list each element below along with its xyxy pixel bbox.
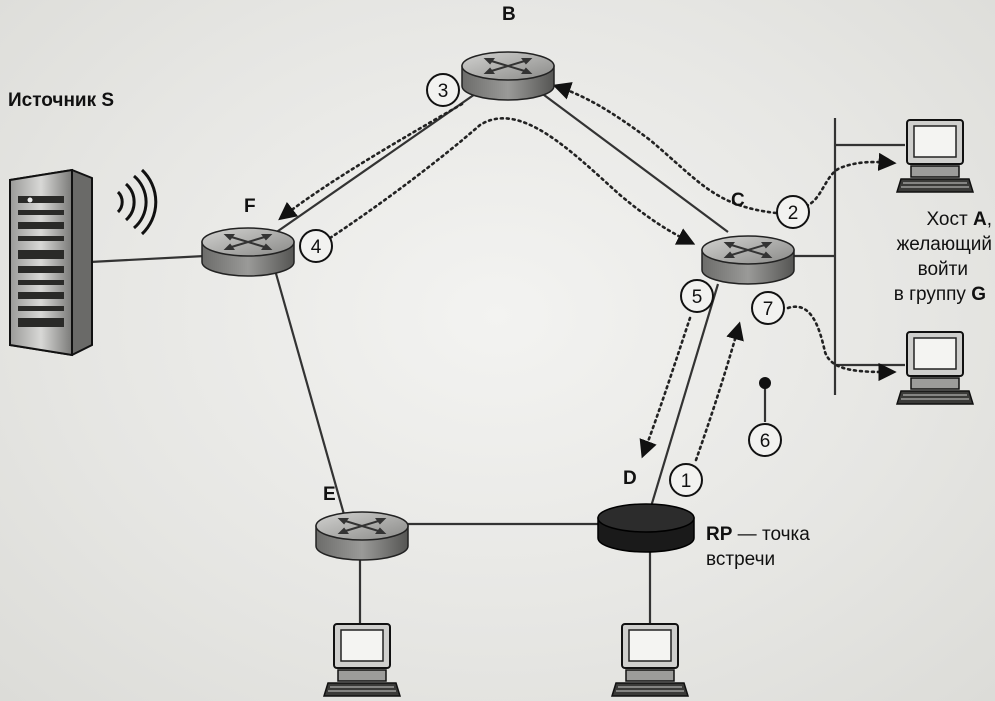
arrow-b-to-f — [278, 102, 464, 221]
svg-text:7: 7 — [763, 299, 774, 320]
arrow-c-to-host-bottom — [786, 305, 897, 382]
router-c-label: C — [731, 190, 745, 211]
computer-e — [323, 623, 401, 697]
step-3: 3 — [426, 73, 460, 107]
router-b-label: B — [502, 4, 516, 25]
rp-label: RP — точка — [706, 524, 810, 545]
arrow-c-to-d — [639, 316, 692, 459]
host-computer-bottom — [896, 331, 974, 405]
rp-label-line2: встречи — [706, 549, 775, 570]
step-1: 1 — [669, 463, 703, 497]
svg-text:6: 6 — [760, 431, 771, 452]
svg-text:1: 1 — [681, 471, 692, 492]
svg-text:войти: войти — [918, 259, 968, 280]
message-arrows — [278, 82, 897, 462]
svg-text:5: 5 — [692, 287, 703, 308]
step-5: 5 — [680, 279, 714, 313]
arrow-f-to-c — [328, 117, 696, 245]
svg-text:3: 3 — [438, 81, 449, 102]
svg-text:4: 4 — [311, 237, 322, 258]
router-f — [201, 227, 295, 277]
router-e — [315, 511, 409, 561]
step-7: 7 — [751, 291, 785, 325]
computer-d — [611, 623, 689, 697]
router-c — [701, 235, 795, 285]
step-6: 6 — [748, 423, 782, 457]
step-2: 2 — [776, 195, 810, 229]
host-computer-top — [896, 119, 974, 193]
rendezvous-point-d — [597, 503, 695, 553]
step-markers: 1 2 3 4 5 6 7 — [299, 73, 810, 497]
router-e-label: E — [323, 484, 336, 505]
arrow-join-c-to-b — [552, 82, 778, 215]
svg-text:в группу G: в группу G — [894, 284, 986, 305]
network-links — [89, 91, 905, 625]
step-4: 4 — [299, 229, 333, 263]
router-f-label: F — [244, 196, 256, 217]
svg-text:желающий: желающий — [897, 234, 992, 255]
router-b — [461, 51, 555, 101]
step-6-pin — [759, 377, 771, 389]
svg-text:2: 2 — [788, 203, 799, 224]
svg-text:Хост A,: Хост A, — [926, 209, 992, 230]
router-d-label: D — [623, 468, 637, 489]
host-a-caption: Хост A, желающий войти в группу G — [894, 209, 992, 305]
wireless-waves-icon — [116, 168, 158, 236]
source-server-icon — [9, 168, 93, 357]
source-label: Источник S — [8, 90, 114, 111]
arrow-c-to-host-top — [804, 152, 897, 208]
arrow-d-to-c — [694, 321, 744, 462]
